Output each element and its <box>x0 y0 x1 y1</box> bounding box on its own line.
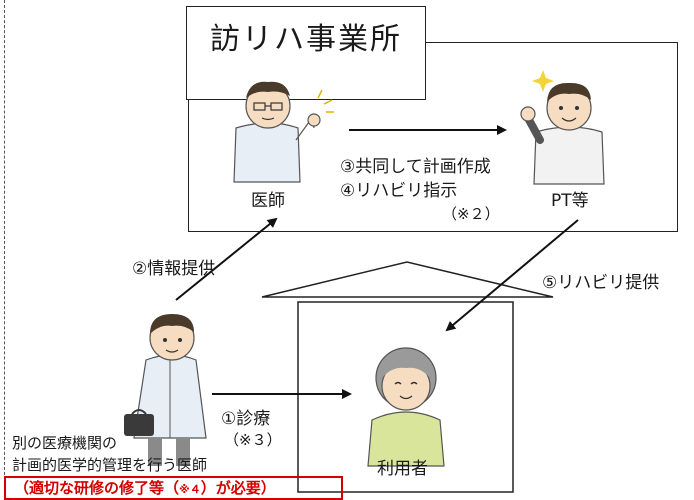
other-doctor-figure <box>124 314 207 466</box>
requirement-box: （適切な研修の修了等（※４）が必要） <box>4 476 343 500</box>
other-doctor-label-line2: 計画的医学的管理を行う医師 <box>12 456 208 474</box>
step1-note: （※３） <box>224 431 282 449</box>
pt-label: PT等 <box>551 191 589 211</box>
office-title-box <box>186 6 426 100</box>
patient-label: 利用者 <box>377 459 428 479</box>
doctor-figure <box>233 81 334 183</box>
patient-figure <box>367 347 445 467</box>
patient-house <box>261 261 554 493</box>
arrow-info-to-doctor <box>175 217 278 301</box>
office-title: 訪リハ事業所 <box>210 22 402 57</box>
step1-label: ①診療 <box>221 409 271 429</box>
requirement-note: ※４ <box>179 483 201 496</box>
office-frame <box>188 42 678 232</box>
other-doctor-label-line1: 別の医療機関の <box>12 434 118 452</box>
step2-label: ②情報提供 <box>132 259 216 279</box>
step5-label: ⑤リハビリ提供 <box>542 273 660 293</box>
step3-label: ③共同して計画作成 <box>340 157 491 177</box>
step4-label: ④リハビリ指示 <box>340 181 458 201</box>
arrow-pt-to-patient <box>445 219 579 332</box>
requirement-part2: ）が必要） <box>200 479 276 497</box>
doctor-label: 医師 <box>251 191 285 211</box>
left-dashed-border <box>4 0 5 500</box>
requirement-part1: （適切な研修の修了等（ <box>14 479 180 497</box>
pt-figure <box>520 70 605 185</box>
step4-note: （※２） <box>442 205 500 223</box>
